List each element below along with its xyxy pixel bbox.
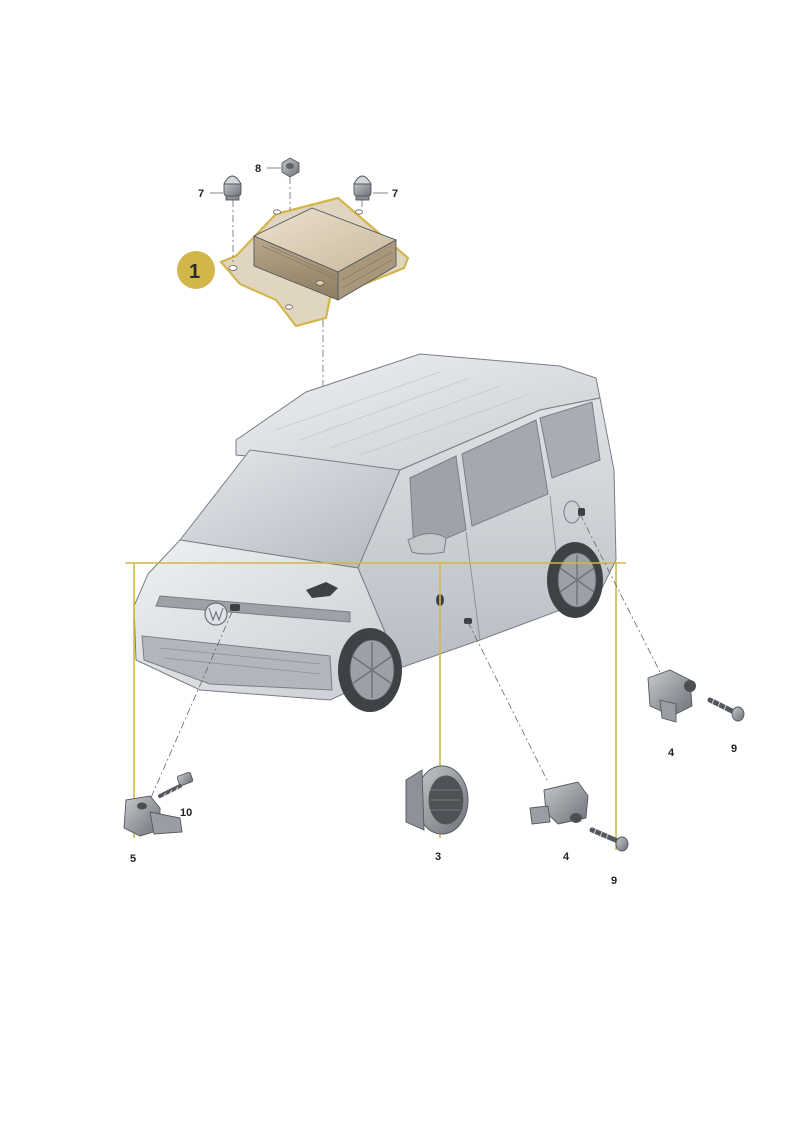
pressure-sensor-3[interactable] <box>405 765 469 835</box>
nut-7-left[interactable] <box>223 175 242 201</box>
van-illustration <box>133 353 617 712</box>
callout-3: 3 <box>435 851 441 863</box>
side-sensor-4-rear[interactable] <box>647 669 696 723</box>
airbag-control-module[interactable] <box>219 196 410 328</box>
nut-7-right[interactable] <box>353 175 372 201</box>
bolt-9-rear[interactable] <box>707 697 745 722</box>
bolt-10[interactable] <box>158 772 194 798</box>
callout-4-center: 4 <box>563 851 570 863</box>
callout-9-center: 9 <box>611 875 617 887</box>
callout-1-badge[interactable]: 1 <box>177 251 215 289</box>
callout-10: 10 <box>180 807 192 819</box>
callout-5: 5 <box>130 853 136 865</box>
callout-7-left: 7 <box>198 188 204 200</box>
side-sensor-4-center[interactable] <box>529 781 589 825</box>
callout-1: 1 <box>189 261 200 283</box>
callout-7-right: 7 <box>392 188 398 200</box>
bolt-9-center[interactable] <box>589 827 629 852</box>
callout-8: 8 <box>255 163 261 175</box>
callout-4-rear: 4 <box>668 747 675 759</box>
nut-8[interactable] <box>281 157 300 178</box>
callout-9-rear: 9 <box>731 743 737 755</box>
front-sensor-5[interactable] <box>123 795 183 837</box>
